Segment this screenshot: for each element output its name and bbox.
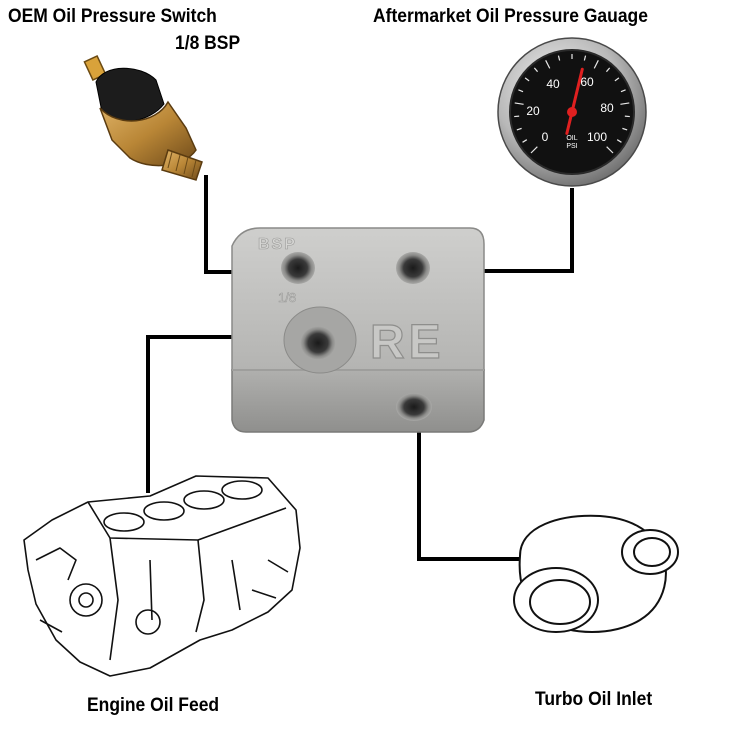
block-logo: RE [370,316,445,369]
turbo-inlet-bore [530,580,590,624]
oil-sandwich-block: BSP 1/8 RE [232,228,484,432]
cylinder-bore-1 [104,513,144,531]
cylinder-bore-2 [144,502,184,520]
engine-bearing-1 [70,584,102,616]
turbo-outlet-bore [634,538,670,566]
block-engraving-bsp: BSP [258,236,297,253]
cylinder-bore-4 [222,481,262,499]
engine-bearing-2 [79,593,93,607]
cylinder-bore-3 [184,491,224,509]
switch-thread [162,150,202,180]
gauge-tick-100: 100 [587,130,607,144]
engine-block-outline [24,476,300,676]
engine-deck [88,502,286,540]
block-engraving-size: 1/8 [278,290,296,305]
switch-port [281,252,315,284]
engine-connector [148,337,236,493]
block-front-face [232,370,484,432]
gauge-unit-psi: PSI [566,143,577,150]
gauge-unit-oil: OIL [566,135,577,142]
gauge-tick-0: 0 [542,130,549,144]
gauge-needle-hub [567,107,577,117]
gauge-tick-40: 40 [546,77,560,91]
gauge-tick-20: 20 [526,104,540,118]
switch-label-line2: 1/8 BSP [175,33,240,55]
engine-bearing-3 [136,610,160,634]
gauge-tick-80: 80 [600,101,614,115]
turbo-label: Turbo Oil Inlet [535,689,652,711]
engine-feed-port-bore [300,326,336,360]
engine-block-drawing [24,476,300,676]
turbo-drawing [514,516,678,632]
turbo-port [396,393,432,421]
gauge-label: Aftermarket Oil Pressure Gauage [373,6,648,28]
gauge-tick-60: 60 [580,75,594,89]
switch-label-line1: OEM Oil Pressure Switch [8,6,217,28]
gauge-port [396,252,430,284]
engine-label: Engine Oil Feed [87,695,219,717]
engine-side-detail [110,538,240,660]
oil-pressure-switch [84,56,202,180]
oil-pressure-gauge: 0 20 40 60 80 100 OIL PSI [498,38,646,186]
